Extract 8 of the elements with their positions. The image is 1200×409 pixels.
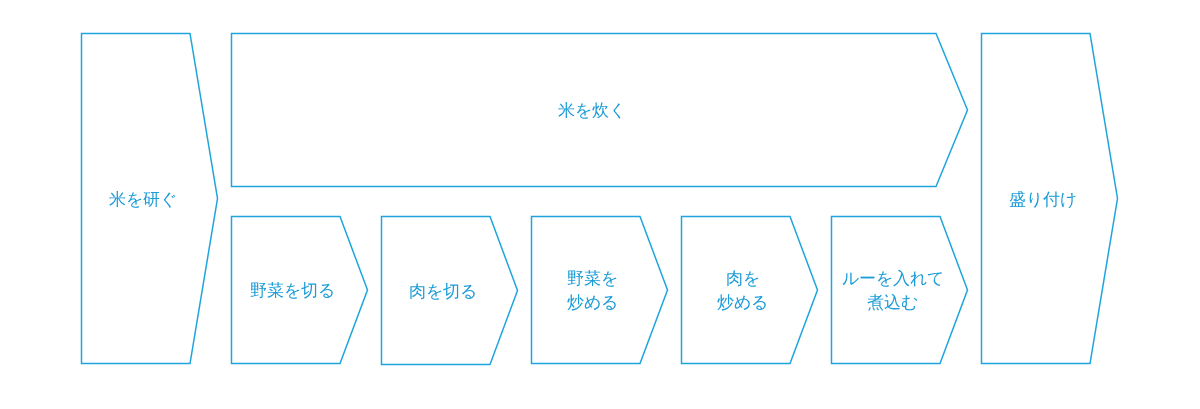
step-label: 野菜を切る bbox=[250, 279, 335, 302]
step-label: 米を炊く bbox=[557, 99, 626, 122]
step-label: 肉を炒める bbox=[717, 267, 768, 314]
step-label: 肉を切る bbox=[408, 279, 477, 303]
step-label: 野菜を炒める bbox=[567, 267, 618, 314]
step-label: 盛り付け bbox=[1008, 187, 1077, 211]
step-label: 米を研ぐ bbox=[108, 187, 177, 211]
step-label: ルーを入れて煮込む bbox=[841, 267, 944, 314]
